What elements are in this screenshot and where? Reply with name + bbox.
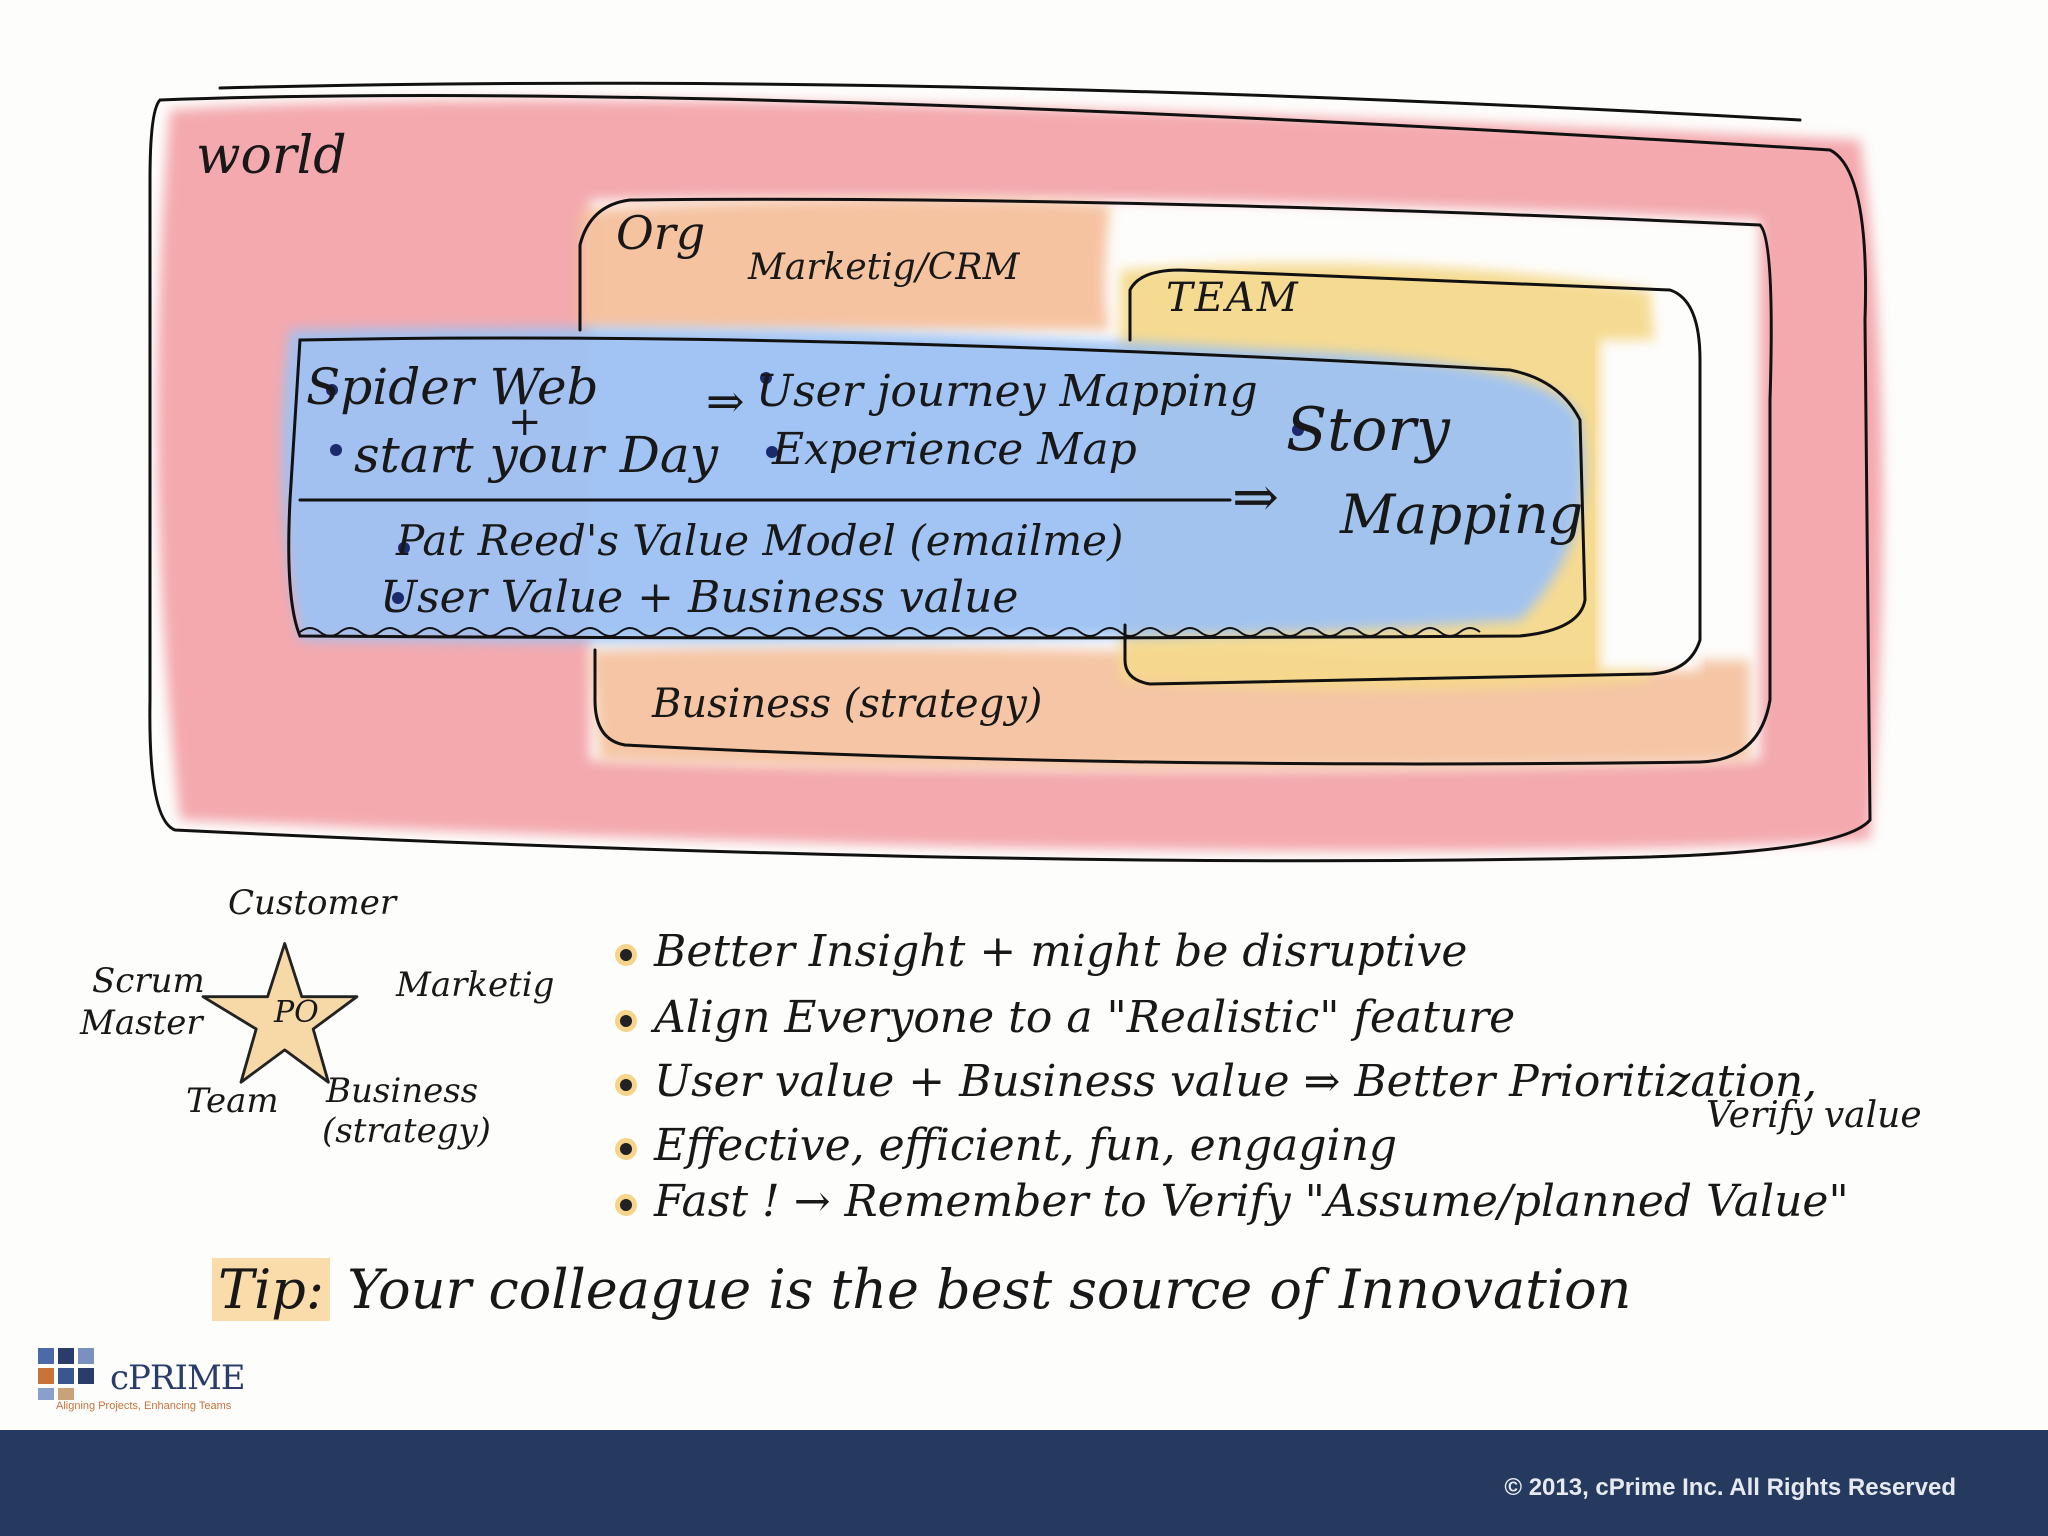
bullet-icon [620, 948, 632, 961]
world-label: world [196, 126, 347, 186]
scrum-label: Scrum [92, 961, 205, 1001]
team-role-label: Team [186, 1081, 279, 1121]
marketing-role-label: Marketig [396, 965, 555, 1005]
strategy-role-label: (strategy) [322, 1111, 491, 1151]
footer-bar: © 2013, cPrime Inc. All Rights Reserved [0, 1430, 2048, 1536]
list-item: Effective, efficient, fun, engaging [620, 1124, 1397, 1168]
team-outline [1123, 268, 1702, 686]
world-outline [148, 94, 1872, 863]
start-your-day-text: start your Day [354, 426, 718, 484]
bullet-icon [620, 1078, 632, 1091]
copyright-text: © 2013, cPrime Inc. All Rights Reserved [1504, 1474, 1956, 1501]
arrow-right-icon: ⇒ [706, 374, 745, 428]
list-item: Align Everyone to a "Realistic" feature [620, 996, 1515, 1040]
big-arrow-icon: ⇒ [1232, 465, 1279, 530]
team-label: TEAM [1166, 275, 1300, 321]
cprime-logo: cPRIME Aligning Projects, Enhancing Team… [36, 1338, 286, 1418]
verify-value-text: Verify value [1706, 1095, 1922, 1136]
tip-line: Tip: Your colleague is the best source o… [212, 1258, 1631, 1321]
org-outline [578, 197, 1773, 766]
business-role-label: Business [326, 1071, 479, 1111]
business-label: Business (strategy) [652, 681, 1043, 727]
list-item: User value + Business value ⇒ Better Pri… [620, 1060, 1817, 1104]
customer-label: Customer [228, 883, 397, 923]
tip-key: Tip: [212, 1258, 331, 1321]
spider-web-text: Spider Web [306, 358, 599, 416]
logo-name: cPRIME [110, 1358, 246, 1398]
plus-sign: + [508, 399, 542, 445]
benefit-text: User value + Business value ⇒ Better Pri… [654, 1056, 1818, 1107]
story-text: Story [1286, 395, 1450, 465]
star-icon [201, 942, 359, 1084]
marketing-label: Marketig/CRM [748, 247, 1020, 288]
nested-context-shapes [148, 81, 1883, 863]
list-item: Better Insight + might be disruptive [620, 930, 1467, 974]
list-item: Fast ! → Remember to Verify "Assume/plan… [620, 1180, 1849, 1224]
value-model-text: Pat Reed's Value Model (emailme) [396, 516, 1124, 565]
core-outline [287, 336, 1587, 640]
context-diagram: world Org Marketig/CRM TEAM Business (st… [148, 81, 1883, 863]
mapping-text: Mapping [1340, 483, 1584, 546]
benefit-text: Fast ! → Remember to Verify "Assume/plan… [654, 1176, 1849, 1227]
core-region [282, 327, 1584, 643]
benefit-text: Align Everyone to a "Realistic" feature [654, 992, 1516, 1043]
user-business-value-text: User Value + Business value [380, 572, 1019, 623]
org-label: Org [616, 206, 706, 260]
logo-tagline: Aligning Projects, Enhancing Teams [56, 1400, 232, 1412]
user-journey-text: User journey Mapping [756, 366, 1258, 417]
bullet-icon [620, 1142, 632, 1155]
bullet-icon [620, 1014, 632, 1027]
bullet-icon [620, 1198, 632, 1211]
org-region [580, 198, 1110, 330]
benefit-text: Better Insight + might be disruptive [654, 926, 1468, 977]
po-star [200, 930, 370, 1100]
master-label: Master [80, 1003, 203, 1043]
benefit-text: Effective, efficient, fun, engaging [654, 1120, 1398, 1171]
experience-map-text: Experience Map [772, 424, 1137, 475]
tip-text: Your colleague is the best source of Inn… [330, 1258, 1632, 1321]
po-label: PO [274, 995, 319, 1030]
logo-grid-icon [38, 1348, 94, 1400]
